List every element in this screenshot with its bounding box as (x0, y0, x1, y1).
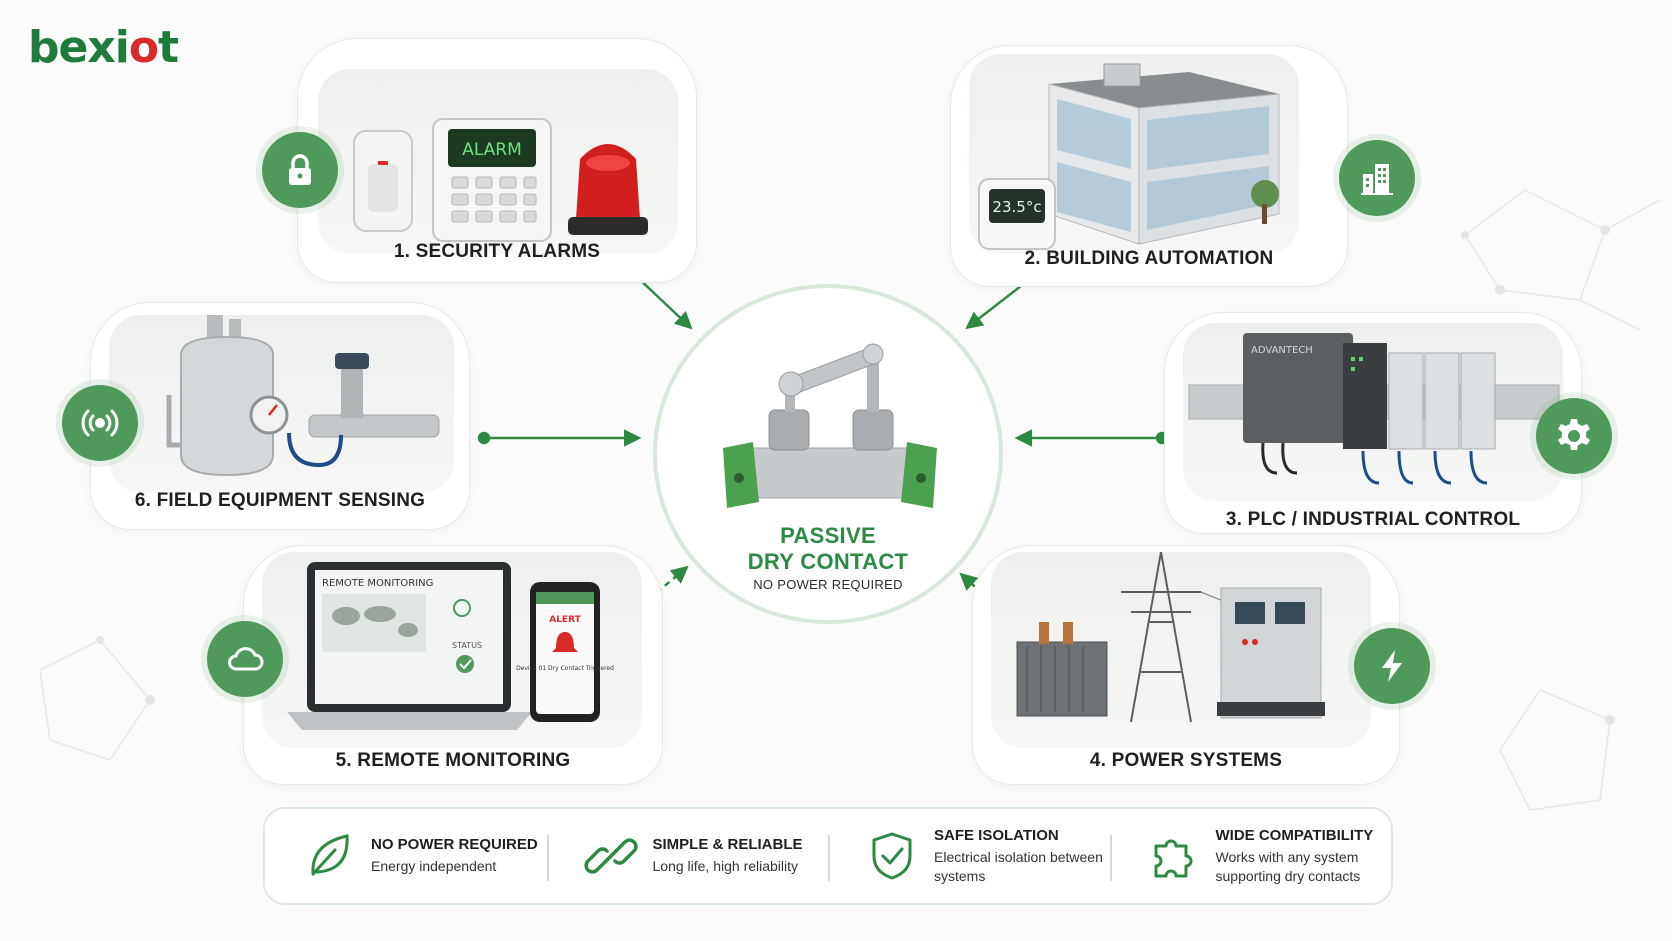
phone-message: Device 01 Dry Contact Triggered (516, 665, 614, 672)
lock-icon (262, 132, 338, 208)
feature-title: SAFE ISOLATION (934, 826, 1059, 844)
feature-simple-reliable: SIMPLE & RELIABLE Long life, high reliab… (546, 809, 829, 903)
plc-illustration: ADVANTECH (1183, 323, 1563, 501)
wireless-icon (62, 385, 138, 461)
card-label: 2. BUILDING AUTOMATION (1024, 248, 1274, 269)
card-label: 3. PLC / INDUSTRIAL CONTROL (1225, 509, 1521, 530)
remote-monitoring-illustration: REMOTE MONITORING STATUS ALERT Device 01… (262, 552, 642, 748)
cloud-icon (207, 621, 283, 697)
dashboard-title: REMOTE MONITORING (322, 578, 433, 589)
thermostat-reading: 23.5°c (992, 198, 1041, 216)
feature-desc: Energy independent (371, 858, 497, 874)
alarm-screen-text: ALARM (462, 140, 522, 160)
dry-contact-illustration (723, 343, 937, 508)
card-label: 1. SECURITY ALARMS (393, 241, 601, 262)
status-label: STATUS (452, 641, 482, 650)
features-bar: NO POWER REQUIRED Energy independent SIM… (263, 807, 1393, 905)
card-label: 5. REMOTE MONITORING (335, 750, 571, 771)
card-security-alarms[interactable]: ALARM 1. SECURITY ALARMS (297, 38, 697, 283)
field-equipment-illustration (109, 315, 454, 493)
security-alarms-illustration: ALARM (318, 69, 678, 254)
card-power-systems[interactable]: 4. POWER SYSTEMS (972, 545, 1400, 785)
feature-title: WIDE COMPATIBILITY (1215, 826, 1374, 844)
building-icon (1339, 140, 1415, 216)
plc-brand: ADVANTECH (1251, 345, 1313, 356)
brand-logo: bexiot (28, 22, 179, 73)
power-systems-illustration (991, 552, 1371, 748)
puzzle-icon (1154, 839, 1192, 878)
hub-title-line1: PASSIVE (780, 523, 876, 548)
passive-dry-contact-hub: PASSIVE DRY CONTACT NO POWER REQUIRED (653, 284, 1003, 624)
hub-subtitle: NO POWER REQUIRED (753, 577, 903, 592)
card-plc-industrial-control[interactable]: ADVANTECH 3. PLC / INDUSTRIAL CONTROL (1164, 312, 1582, 534)
chain-link-icon (583, 838, 638, 874)
feature-wide-compatibility: WIDE COMPATIBILITY Works with any system… (1109, 809, 1392, 903)
shield-check-icon (872, 832, 912, 880)
leaf-icon (311, 834, 349, 876)
hub-title-line2: DRY CONTACT (747, 549, 909, 574)
card-field-equipment-sensing[interactable]: 6. FIELD EQUIPMENT SENSING (90, 302, 470, 530)
card-label: 4. POWER SYSTEMS (1089, 750, 1283, 771)
feature-title: SIMPLE & RELIABLE (652, 836, 803, 853)
feature-safe-isolation: SAFE ISOLATION Electrical isolation betw… (828, 809, 1110, 903)
gear-icon (1536, 398, 1612, 474)
phone-alert: ALERT (549, 615, 581, 625)
card-building-automation[interactable]: 23.5°c 2. BUILDING AUTOMATION (950, 45, 1348, 287)
feature-desc: Electrical isolation between systems (934, 848, 1103, 884)
card-remote-monitoring[interactable]: REMOTE MONITORING STATUS ALERT Device 01… (243, 545, 663, 785)
card-label: 6. FIELD EQUIPMENT SENSING (134, 490, 426, 511)
feature-desc: Long life, high reliability (652, 858, 799, 874)
building-automation-illustration: 23.5°c (969, 54, 1299, 254)
feature-title: NO POWER REQUIRED (371, 836, 538, 853)
feature-no-power: NO POWER REQUIRED Energy independent (265, 809, 547, 903)
feature-desc: Works with any system supporting dry con… (1215, 848, 1361, 884)
lightning-icon (1354, 628, 1430, 704)
